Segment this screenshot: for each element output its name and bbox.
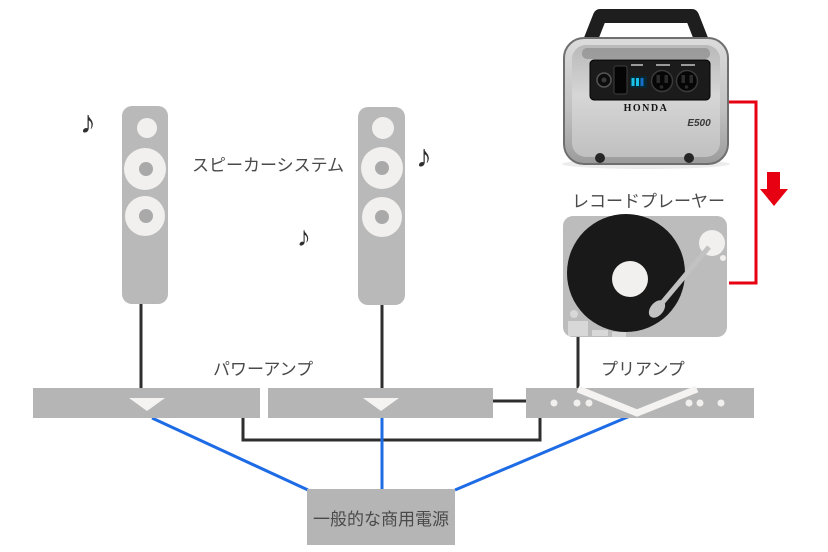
tonearm [660, 245, 711, 305]
player-button [592, 330, 608, 336]
blue-cord-amp1 [151, 416, 309, 492]
generator-outlet [675, 69, 699, 93]
generator-model-label: E500 [687, 118, 711, 129]
player-knob [570, 310, 578, 318]
amp-connector-triangle [363, 398, 399, 411]
commercial-power-label: 一般的な商用電源 [313, 509, 449, 529]
record-player-label: レコードプレーヤー [572, 192, 725, 211]
tweeter [137, 118, 157, 138]
record-label [612, 261, 648, 297]
record-player [563, 214, 727, 337]
down-arrow-icon [760, 172, 788, 206]
generator-handle [582, 9, 710, 51]
speaker-cables [139, 304, 580, 442]
generator-outlet [650, 69, 674, 93]
power-amp-left [33, 388, 260, 418]
generator-switch [613, 65, 628, 95]
player-button [612, 332, 626, 337]
amp-connector-triangle [129, 398, 165, 411]
cartridge [648, 300, 666, 318]
speaker-system-label: スピーカーシステム [192, 156, 345, 175]
player-button [568, 321, 588, 336]
tweeter [372, 117, 394, 139]
commercial-power-box: 一般的な商用電源 [307, 489, 455, 545]
blue-cord-preamp [454, 414, 631, 492]
music-note-icon: ♪ [80, 104, 96, 140]
preamp-connector-v [576, 385, 699, 417]
generator-image: HONDA E500 [562, 9, 730, 169]
music-note-icon: ♪ [416, 138, 432, 174]
speaker-right [358, 107, 405, 305]
music-note-icon: ♪ [297, 221, 311, 252]
generator-brand-label: HONDA [624, 103, 669, 114]
power-amp-right [268, 388, 493, 418]
power-amp-label: パワーアンプ [213, 360, 314, 379]
speaker-left [122, 106, 168, 304]
red-power-wire [729, 100, 758, 285]
preamp-unit [526, 385, 754, 418]
preamp-label: プリアンプ [601, 360, 685, 379]
wire-amp1-to-preamp-elbow [241, 418, 542, 442]
power-cords-blue [151, 414, 631, 492]
